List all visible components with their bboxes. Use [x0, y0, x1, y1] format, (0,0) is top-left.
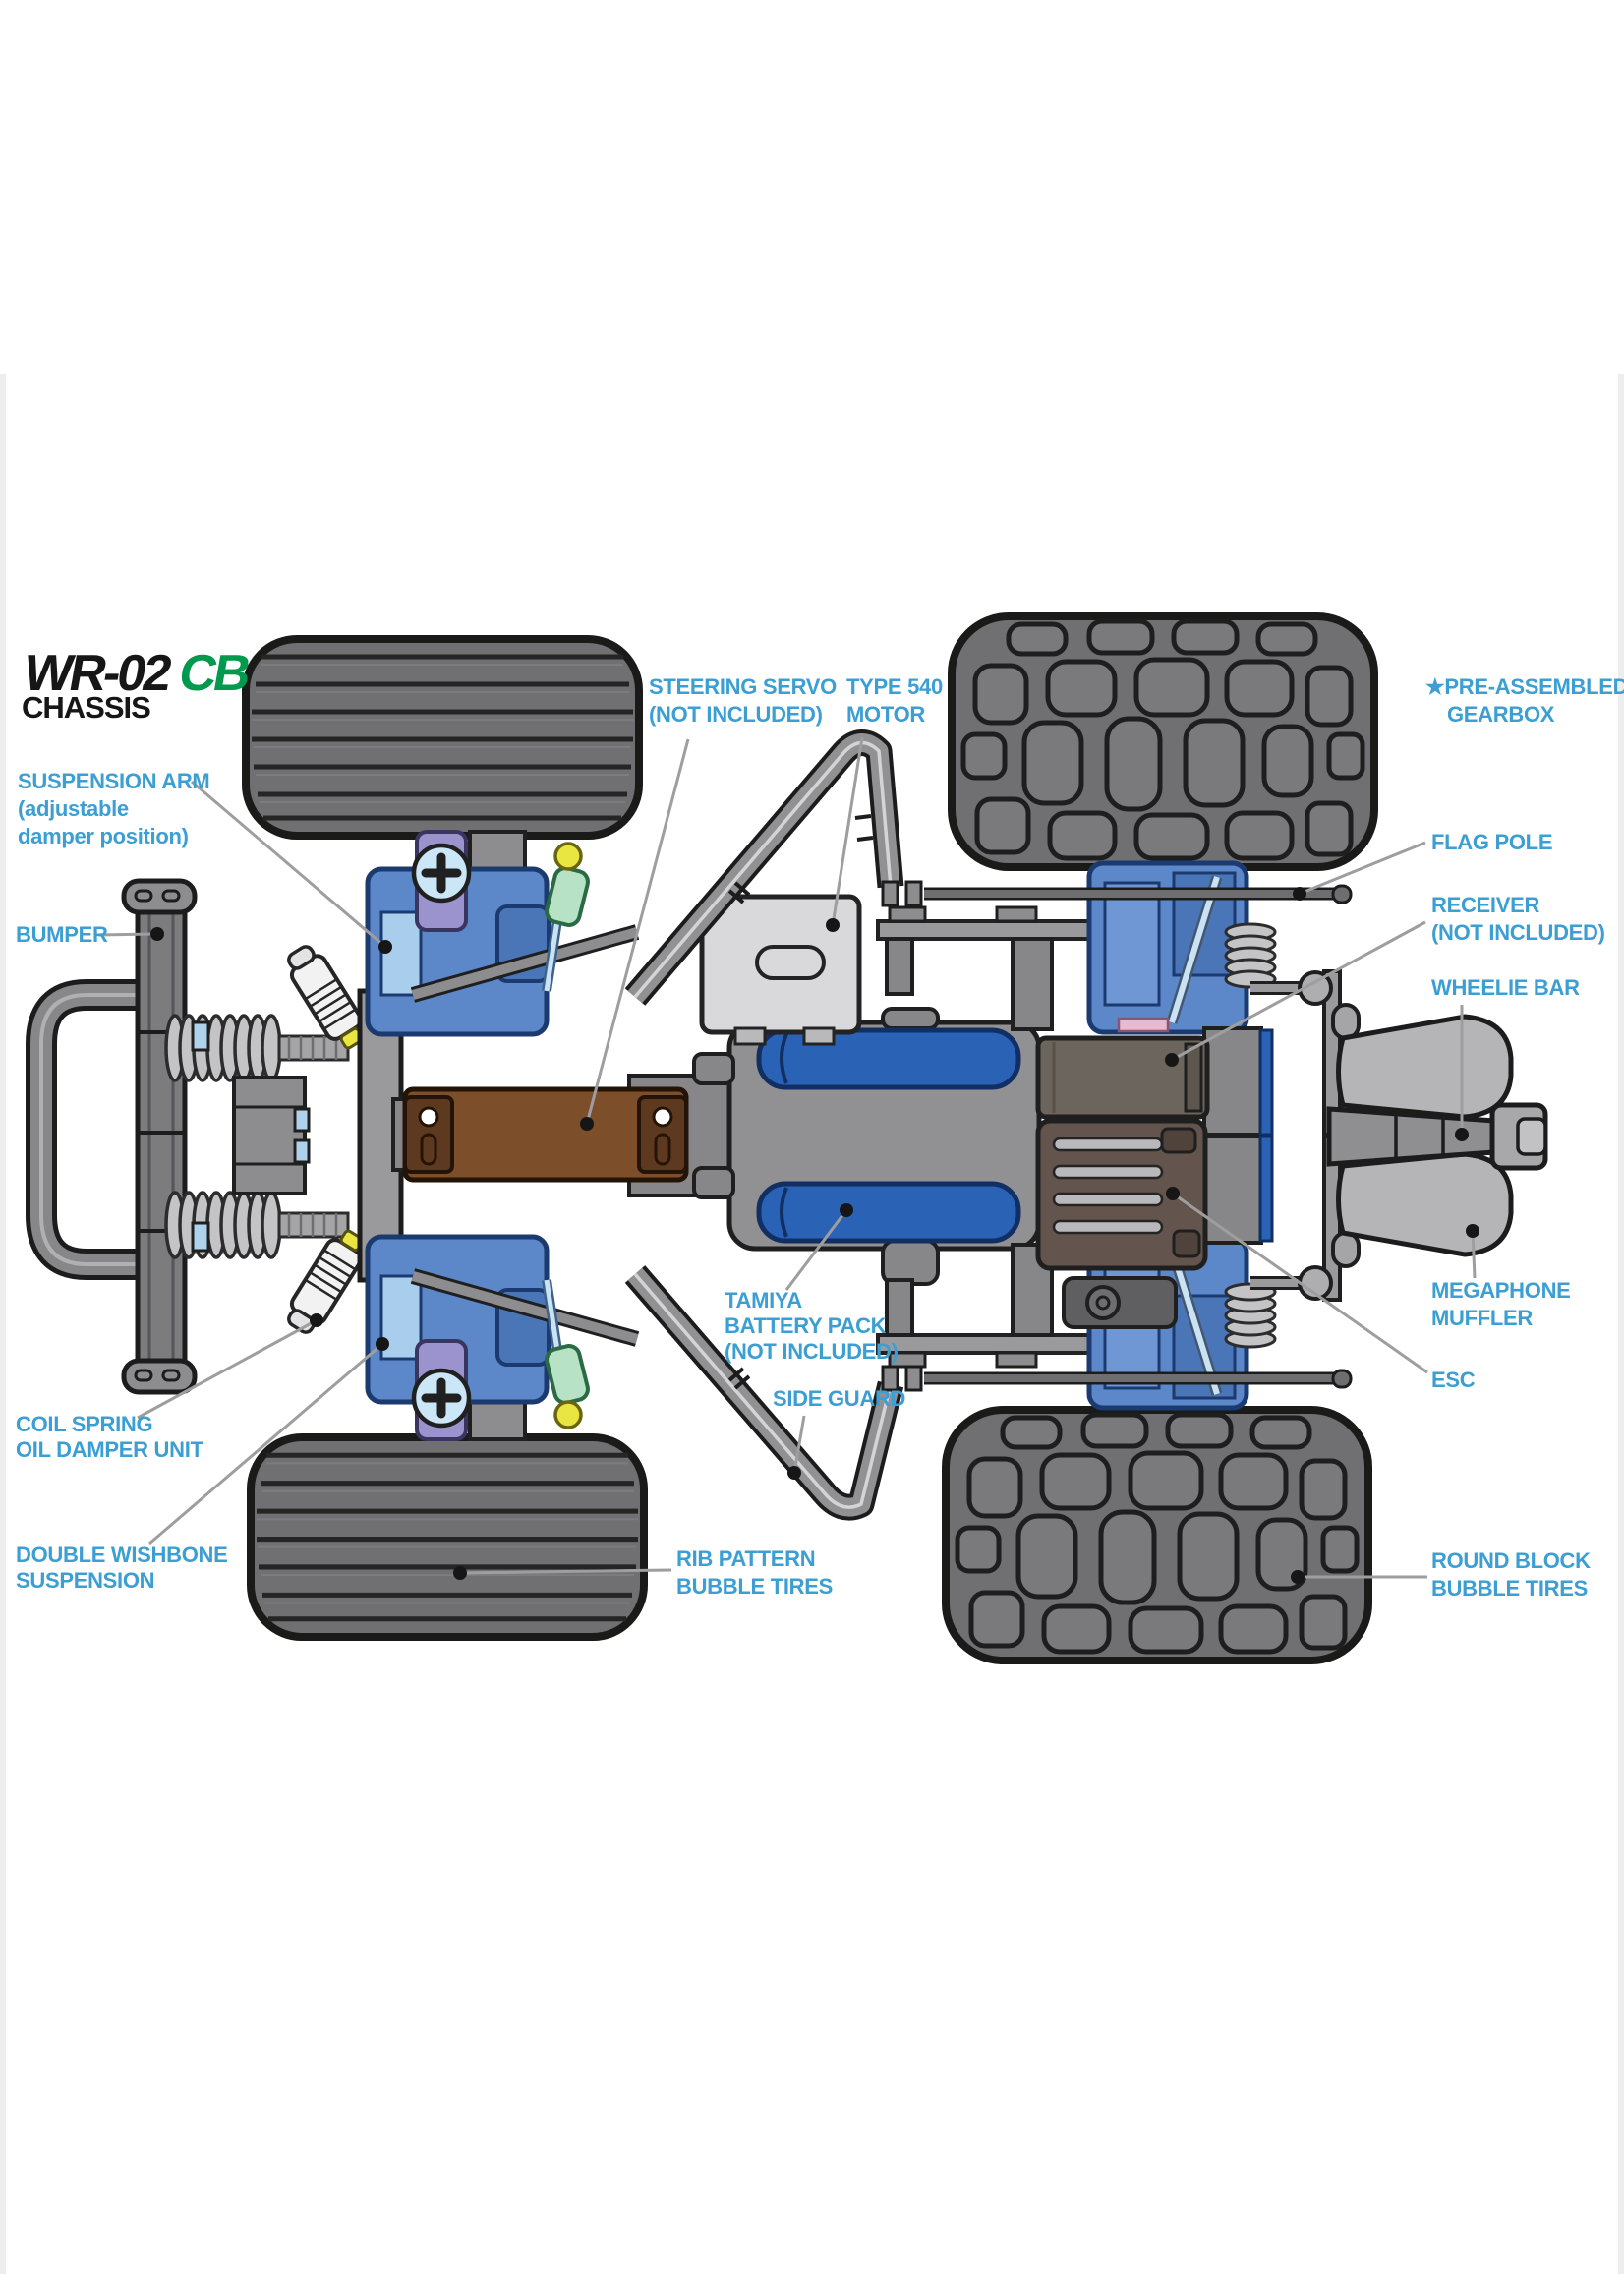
label-flag-pole: FLAG POLE — [1431, 830, 1553, 854]
svg-text:MUFFLER: MUFFLER — [1431, 1306, 1533, 1330]
svg-text:RECEIVER: RECEIVER — [1431, 893, 1539, 917]
label-pre-assembled-gearbox: ★PRE-ASSEMBLED GEARBOX — [1425, 674, 1624, 727]
svg-text:ROUND BLOCK: ROUND BLOCK — [1431, 1548, 1591, 1573]
svg-text:(NOT INCLUDED): (NOT INCLUDED) — [1431, 920, 1605, 945]
upper-deck-rail — [876, 905, 1214, 1031]
svg-text:FLAG POLE: FLAG POLE — [1431, 830, 1552, 854]
leader-lines — [97, 736, 1479, 1584]
side-guard-bottom-tube — [624, 1265, 904, 1521]
front-upright-bottom — [368, 1237, 637, 1439]
svg-text:(NOT INCLUDED): (NOT INCLUDED) — [725, 1339, 899, 1364]
tire-rear-left-rib — [251, 1437, 644, 1637]
svg-text:GEARBOX: GEARBOX — [1447, 702, 1555, 727]
motor-540 — [699, 894, 862, 1046]
logo-subtitle: CHASSIS — [22, 690, 150, 725]
label-steering-servo: STEERING SERVO (NOT INCLUDED) — [649, 674, 837, 727]
bumper-assembly — [26, 878, 198, 1395]
label-receiver: RECEIVER (NOT INCLUDED) — [1431, 893, 1605, 945]
label-rib-pattern-tires: RIB PATTERN BUBBLE TIRES — [676, 1546, 833, 1599]
svg-text:(adjustable: (adjustable — [18, 796, 129, 821]
svg-text:DOUBLE WISHBONE: DOUBLE WISHBONE — [16, 1543, 228, 1567]
label-wheelie-bar: WHEELIE BAR — [1431, 975, 1580, 1000]
steering-servo — [402, 1086, 689, 1183]
logo-title-black: WR-02 — [20, 645, 176, 702]
megaphone-muffler-top — [1339, 1017, 1512, 1117]
svg-text:MOTOR: MOTOR — [846, 702, 925, 727]
svg-text:BATTERY PACK: BATTERY PACK — [725, 1313, 887, 1338]
front-upright-top — [368, 832, 637, 1034]
svg-text:SIDE GUARD: SIDE GUARD — [773, 1386, 905, 1411]
coil-spring-bottom — [164, 1191, 350, 1259]
label-esc: ESC — [1431, 1368, 1476, 1392]
label-battery: TAMIYA BATTERY PACK (NOT INCLUDED) — [725, 1288, 899, 1364]
logo-title-green: CB — [175, 645, 254, 702]
left-edge-strip — [0, 374, 6, 2274]
logo: WR-02 CB CHASSIS — [20, 645, 254, 725]
labels: SUSPENSION ARM (adjustable damper positi… — [16, 674, 1624, 1601]
svg-text:TYPE 540: TYPE 540 — [846, 674, 943, 699]
svg-text:BUBBLE TIRES: BUBBLE TIRES — [1431, 1576, 1588, 1601]
svg-text:BUBBLE TIRES: BUBBLE TIRES — [676, 1574, 833, 1599]
label-suspension-arm: SUSPENSION ARM (adjustable damper positi… — [18, 769, 210, 848]
svg-text:MEGAPHONE: MEGAPHONE — [1431, 1278, 1571, 1303]
wheelie-bar-arm — [1326, 1102, 1548, 1171]
svg-text:(NOT INCLUDED): (NOT INCLUDED) — [649, 702, 823, 727]
svg-text:ESC: ESC — [1431, 1368, 1476, 1392]
svg-text:BUMPER: BUMPER — [16, 922, 108, 947]
label-bumper: BUMPER — [16, 922, 108, 947]
right-edge-strip — [1618, 374, 1624, 2274]
megaphone-muffler-bottom — [1339, 1154, 1512, 1254]
label-type-540-motor: TYPE 540 MOTOR — [846, 674, 943, 727]
svg-text:SUSPENSION: SUSPENSION — [16, 1568, 154, 1593]
rear-bracket — [1062, 1276, 1178, 1329]
receiver-box — [1035, 1035, 1210, 1120]
label-round-block-tires: ROUND BLOCK BUBBLE TIRES — [1431, 1548, 1591, 1601]
tire-rear-right-block — [946, 1410, 1368, 1661]
label-coil-spring: COIL SPRING OIL DAMPER UNIT — [16, 1412, 204, 1462]
lower-rod — [881, 1365, 1353, 1392]
svg-text:TAMIYA: TAMIYA — [725, 1288, 802, 1312]
svg-text:WHEELIE BAR: WHEELIE BAR — [1431, 975, 1580, 1000]
svg-text:★PRE-ASSEMBLED: ★PRE-ASSEMBLED — [1425, 674, 1624, 699]
tire-front-right-block — [952, 616, 1374, 867]
label-double-wishbone: DOUBLE WISHBONE SUSPENSION — [16, 1543, 228, 1593]
flag-pole-rod — [881, 880, 1353, 907]
svg-text:COIL SPRING: COIL SPRING — [16, 1412, 152, 1436]
svg-text:RIB PATTERN: RIB PATTERN — [676, 1546, 815, 1571]
label-side-guard: SIDE GUARD — [773, 1386, 905, 1411]
front-suspension-springs — [164, 939, 374, 1340]
svg-text:STEERING SERVO: STEERING SERVO — [649, 674, 837, 699]
tire-front-left-rib — [246, 639, 639, 836]
esc-box — [1035, 1118, 1208, 1271]
svg-text:SUSPENSION ARM: SUSPENSION ARM — [18, 769, 209, 793]
label-megaphone-muffler: MEGAPHONE MUFFLER — [1431, 1278, 1571, 1330]
svg-text:damper position): damper position) — [18, 824, 189, 848]
svg-text:OIL DAMPER UNIT: OIL DAMPER UNIT — [16, 1437, 204, 1462]
spring-perch-block — [191, 1020, 311, 1253]
